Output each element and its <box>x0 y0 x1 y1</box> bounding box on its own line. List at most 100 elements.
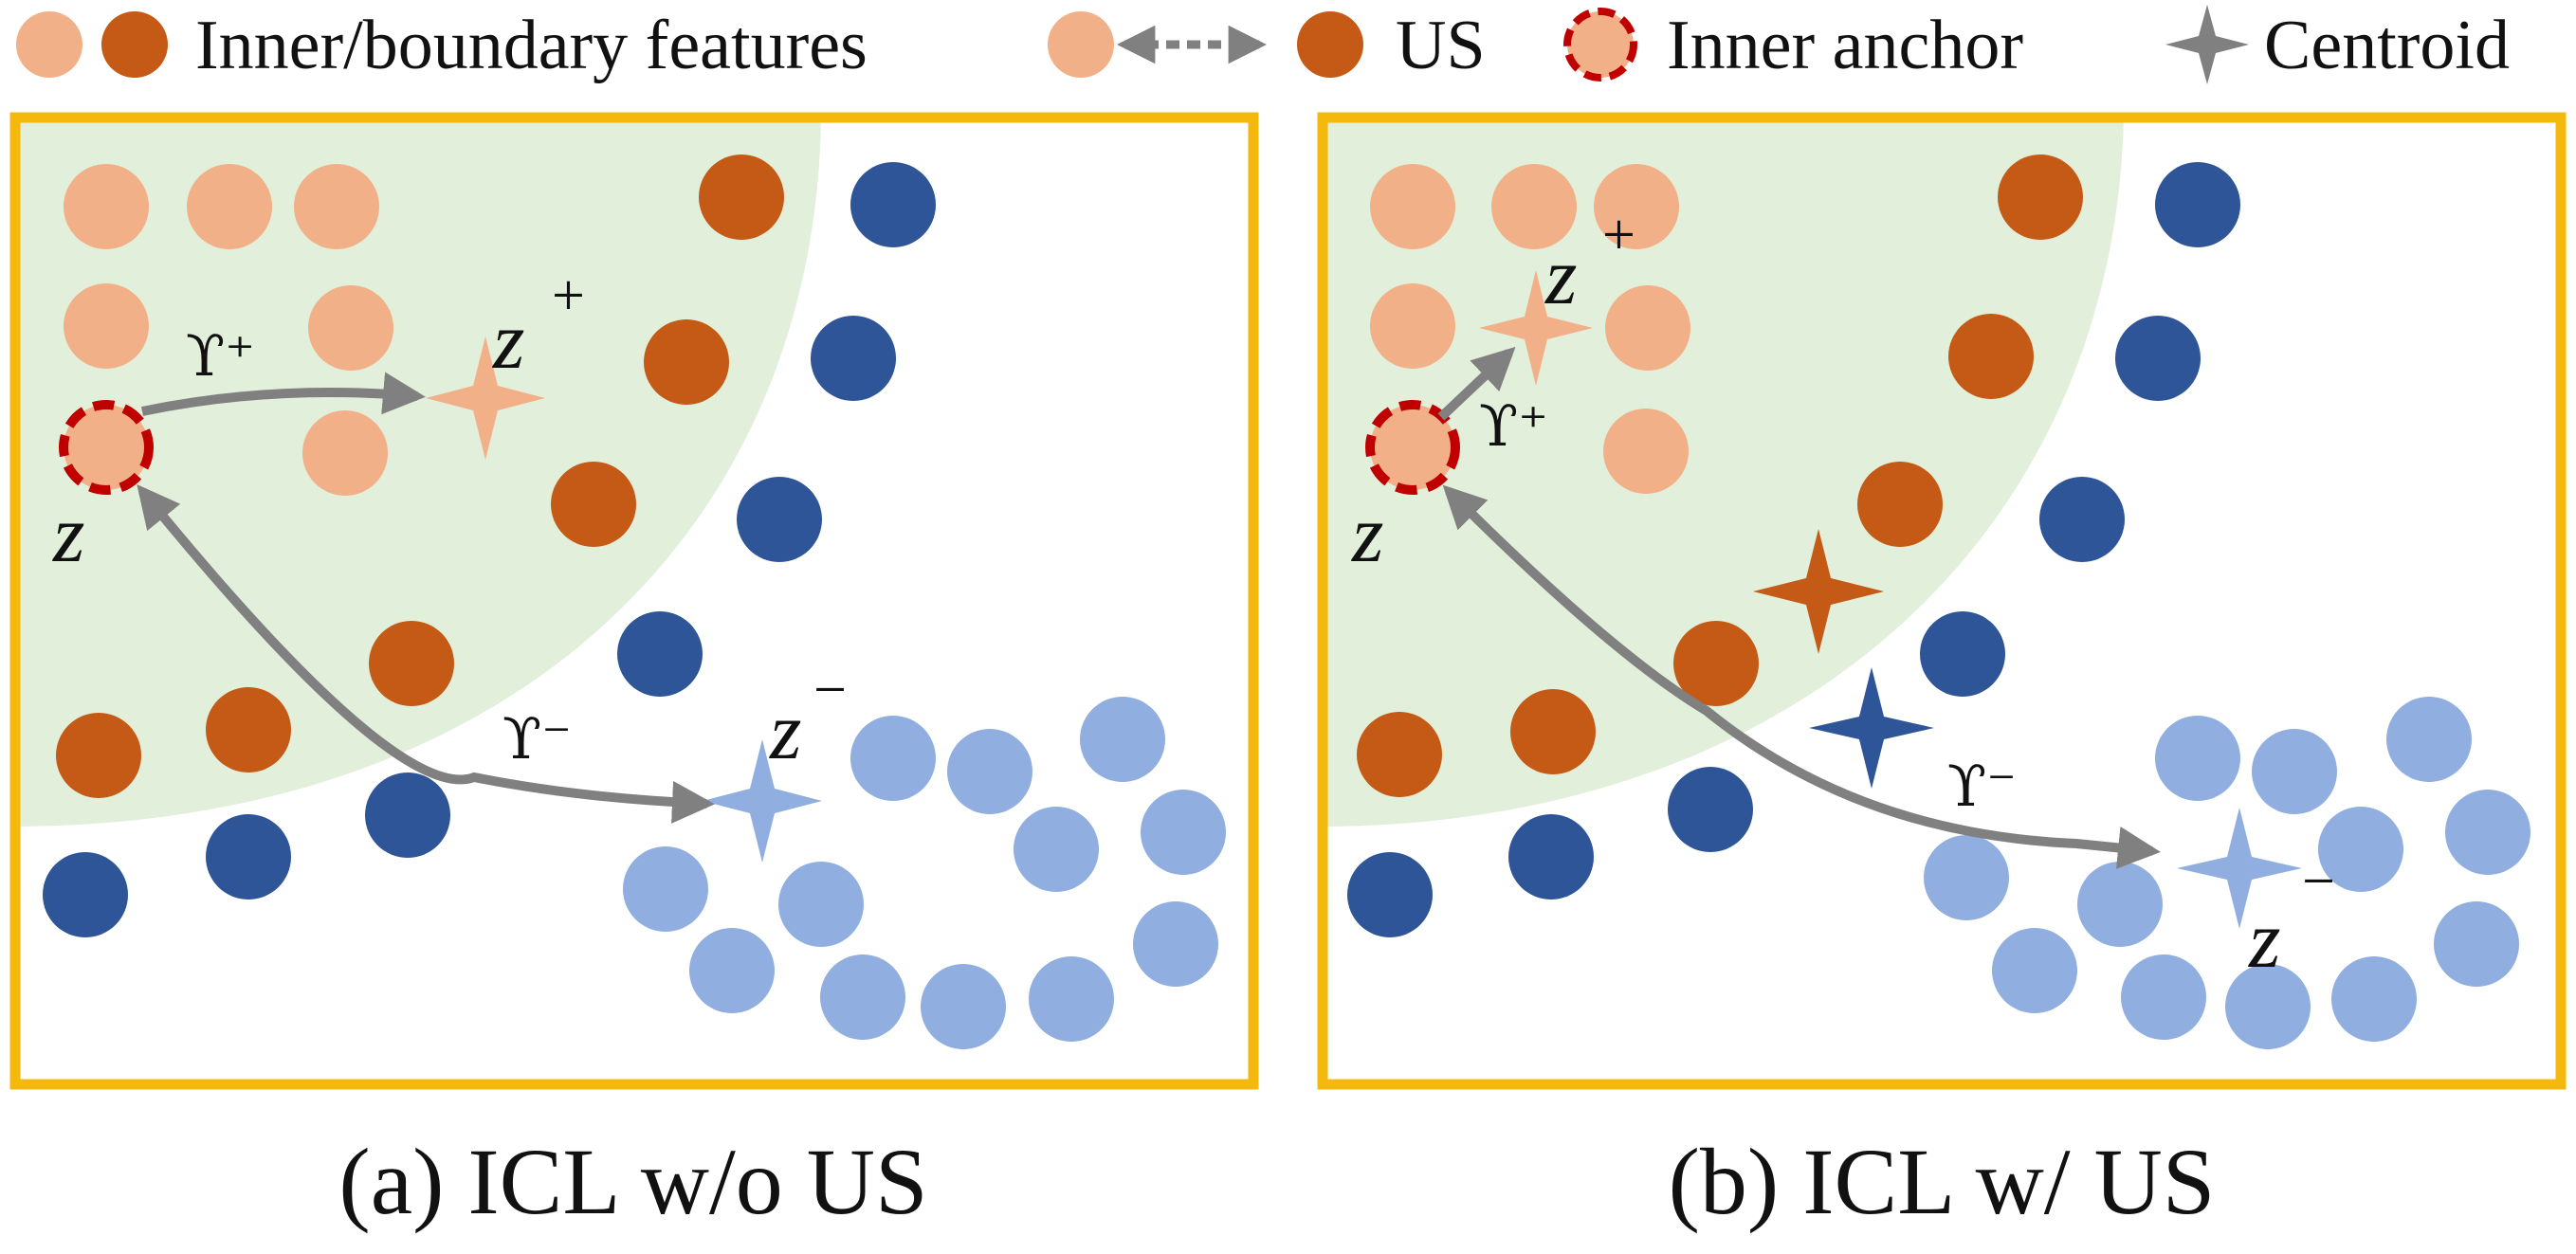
panel-a: ϒ⁺ ϒ⁻ z z + z − (a) ICL w/o US <box>9 112 1259 1234</box>
boundary-feature-point <box>56 713 141 798</box>
legend: Inner/boundary features US Inner anchor … <box>16 5 2510 84</box>
anchor-z-label-a: z <box>52 488 84 579</box>
negative-centroid-b <box>2177 808 2302 929</box>
negative-feature-point <box>1080 697 1165 782</box>
negative-feature-point <box>1014 807 1099 892</box>
us-centroid-b <box>1809 667 1934 789</box>
negative-feature-point <box>1924 835 2009 920</box>
inner-feature-point <box>1605 285 1690 371</box>
legend-us-inner-dot <box>1048 11 1114 78</box>
boundary-feature-point <box>1357 712 1442 797</box>
negative-feature-point <box>623 846 708 932</box>
us-feature-point <box>850 162 936 247</box>
negative-feature-point <box>2077 862 2163 947</box>
boundary-feature-point <box>1948 314 2034 399</box>
neg-z-label-b: z <box>2248 894 2280 985</box>
inner-feature-point <box>1370 283 1455 369</box>
negative-feature-point <box>820 954 905 1040</box>
inner-feature-point <box>1603 409 1689 494</box>
us-feature-point <box>206 814 291 900</box>
gamma-neg-label-b: ϒ⁻ <box>1947 754 2017 820</box>
legend-boundary-feature-dot <box>101 11 168 78</box>
legend-anchor-label: Inner anchor <box>1667 7 2023 84</box>
negative-feature-point <box>850 716 936 801</box>
inner-feature-point <box>294 164 379 249</box>
us-feature-point <box>811 316 896 401</box>
negative-feature-point <box>2445 790 2530 875</box>
gamma-neg-label-a: ϒ⁻ <box>502 706 572 772</box>
neg-z-sup-b: − <box>2302 849 2335 914</box>
us-feature-point <box>2115 316 2201 401</box>
inner-feature-point <box>302 410 388 496</box>
negative-feature-point <box>2386 697 2472 782</box>
inner-anchor-a <box>59 400 154 495</box>
us-feature-point <box>737 477 822 562</box>
positive-pull-arrow-a <box>140 372 426 416</box>
us-feature-point <box>43 852 128 937</box>
neg-z-sup-a: − <box>813 658 847 722</box>
legend-inner-feature-dot <box>16 11 82 78</box>
panel-b-border <box>1317 112 2567 1090</box>
inner-feature-point <box>64 283 149 369</box>
negative-feature-point <box>1133 901 1218 987</box>
negative-feature-point <box>2121 954 2206 1040</box>
inner-feature-point <box>1594 164 1679 249</box>
negative-features-b <box>1924 697 2530 1049</box>
gamma-pos-label-a: ϒ⁺ <box>186 323 255 390</box>
negative-feature-point <box>2252 729 2337 814</box>
boundary-feature-point <box>1857 462 1943 547</box>
legend-centroid-label: Centroid <box>2264 7 2510 84</box>
negative-feature-point <box>689 928 775 1013</box>
negative-feature-point <box>2434 901 2519 987</box>
pos-z-label-b: z <box>1544 230 1577 321</box>
negative-feature-point <box>2225 964 2311 1049</box>
inner-feature-point <box>64 164 149 249</box>
negative-feature-point <box>1141 790 1226 875</box>
caption-b: (b) ICL w/ US <box>1669 1129 2216 1234</box>
negative-feature-point <box>2155 716 2240 801</box>
panel-b: ϒ⁺ ϒ⁻ z z + z − (b) ICL w/ US <box>1317 112 2567 1234</box>
negative-push-arrow-b <box>1442 484 2161 869</box>
boundary-feature-point <box>369 621 454 706</box>
boundary-feature-point <box>1998 154 2083 240</box>
negative-feature-point <box>1992 928 2077 1013</box>
negative-feature-point <box>947 729 1032 814</box>
negative-centroid-a <box>703 739 822 863</box>
gamma-pos-label-b: ϒ⁺ <box>1479 393 1548 460</box>
inner-feature-point <box>1370 164 1455 249</box>
positive-centroid-b <box>1479 270 1593 386</box>
negative-feature-point <box>1029 956 1114 1042</box>
inner-features-b <box>1370 164 1690 494</box>
us-feature-point <box>617 611 703 697</box>
legend-us-boundary-dot <box>1297 11 1363 78</box>
boundary-feature-point <box>1510 689 1596 774</box>
us-feature-point <box>1347 852 1433 937</box>
positive-pull-arrow-b <box>1437 346 1516 421</box>
caption-a: (a) ICL w/o US <box>338 1129 927 1234</box>
us-feature-point <box>2039 477 2125 562</box>
boundary-feature-point <box>699 154 784 240</box>
neg-z-label-a: z <box>769 685 801 776</box>
negative-features-a <box>623 697 1226 1049</box>
us-feature-point <box>365 772 450 858</box>
inner-feature-point <box>308 285 393 371</box>
panel-a-border <box>9 112 1259 1090</box>
legend-centroid-icon <box>2165 5 2249 84</box>
negative-push-arrow-a <box>137 484 715 824</box>
inner-feature-point <box>1491 164 1577 249</box>
boundary-feature-point <box>551 462 636 547</box>
positive-centroid-a <box>426 336 545 460</box>
us-feature-point <box>1668 767 1753 852</box>
pos-z-sup-a: + <box>552 264 585 328</box>
inner-anchor-b <box>1365 400 1460 495</box>
us-feature-point <box>2155 162 2240 247</box>
anchor-z-label-b: z <box>1351 488 1383 579</box>
boundary-feature-point <box>644 319 729 405</box>
legend-anchor-icon <box>1563 8 1637 82</box>
us-feature-point <box>1920 611 2005 697</box>
boundary-feature-point <box>206 687 291 772</box>
legend-us-label: US <box>1396 7 1486 84</box>
pos-z-sup-b: + <box>1602 203 1635 267</box>
negative-feature-point <box>2318 807 2403 892</box>
